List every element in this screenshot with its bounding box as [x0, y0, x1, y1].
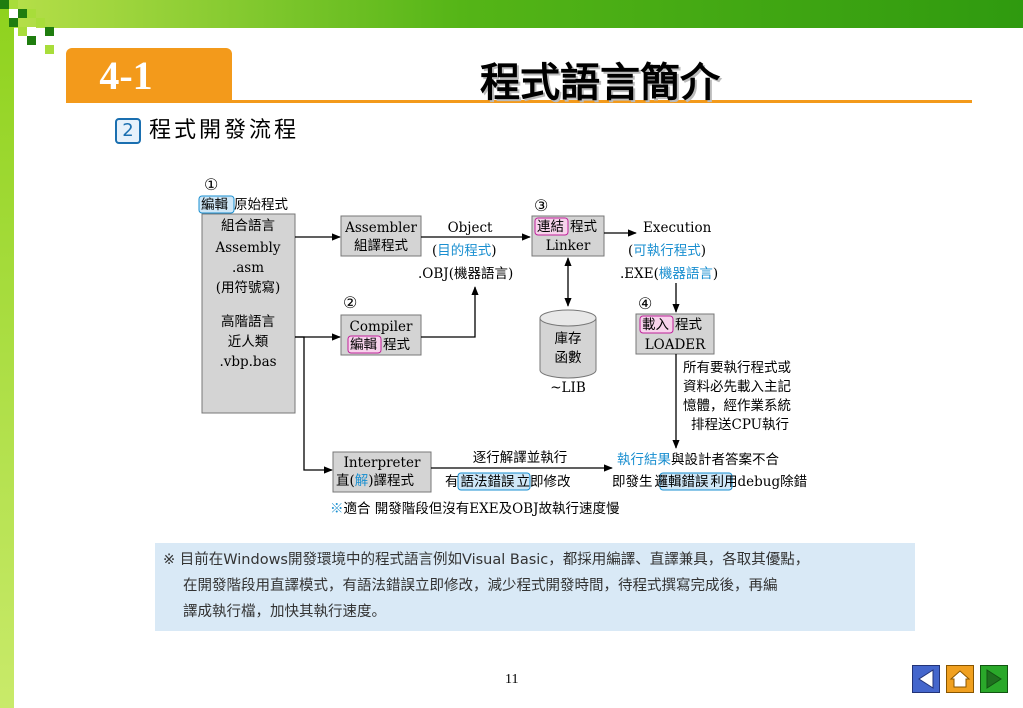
library-cylinder — [539, 309, 597, 379]
assembler-box — [340, 215, 422, 257]
source-program-box — [201, 213, 296, 414]
step4-number: ④ — [638, 294, 652, 313]
loader-highlight: 載入 — [642, 317, 670, 333]
library-line-1: 庫存 — [555, 331, 582, 347]
syntax-error-highlight-box — [457, 472, 531, 491]
library-label: ~LIB — [550, 380, 586, 396]
note-box: ※ 目前在Windows開發環境中的程式語言例如Visual Basic，都採用… — [155, 543, 915, 631]
interpreter-box — [332, 451, 432, 493]
assembler-line-1: Assembler — [344, 220, 417, 236]
logic-error-highlight-box — [659, 472, 733, 491]
interpreter-line-2: 直(解)譯程式 — [336, 473, 415, 489]
compiler-highlight: 編輯 — [350, 337, 377, 353]
linker-label: 程式 — [570, 219, 598, 235]
loader-desc-3: 憶體，經作業系統 — [683, 398, 791, 414]
hll-line-1: 高階語言 — [221, 313, 275, 330]
hll-line-2: 近人類 — [228, 334, 269, 350]
note-line-2: 在開發階段用直譯模式，有語法錯誤立即修改，減少程式開發時間，待程式撰寫完成後，再… — [183, 578, 778, 594]
loader-desc-4: 排程送CPU執行 — [691, 417, 789, 433]
source-line-1: 組合語言 — [221, 217, 275, 234]
note-line-3: 譯成執行檔，加快其執行速度。 — [183, 604, 386, 620]
object-label: Object — [448, 220, 493, 236]
source-line-3: .asm — [232, 260, 264, 276]
loader-desc-1: 所有要執行程式或 — [683, 360, 791, 376]
debug-text: 即發生邏輯錯誤利用debug除錯 — [612, 474, 807, 490]
loader-desc-2: 資料必先載入主記 — [683, 378, 791, 395]
title-underline — [66, 100, 972, 103]
linker-highlight: 連結 — [537, 219, 564, 235]
left-green-bar — [0, 0, 14, 708]
interpreter-line-1: Interpreter — [344, 455, 421, 471]
section-number: 4-1 — [99, 53, 153, 98]
library-line-2: 函數 — [555, 350, 583, 366]
interpreter-desc-1: 逐行解譯並執行 — [473, 450, 568, 466]
loader-highlight-box — [639, 315, 674, 334]
obj-label: .OBJ(機器語言) — [418, 265, 513, 282]
loader-label: 程式 — [675, 317, 703, 333]
assembler-line-2: 組譯程式 — [354, 238, 408, 254]
compiler-label: 程式 — [383, 337, 410, 353]
source-line-4: (用符號寫) — [216, 279, 281, 296]
home-icon[interactable] — [946, 665, 974, 693]
result-text: 執行結果與設計者答案不合 — [617, 451, 779, 468]
slide-title: 程式語言簡介 — [480, 60, 720, 106]
linker-line-2: Linker — [546, 238, 591, 254]
step3-number: ③ — [534, 196, 548, 215]
loader-line-2: LOADER — [645, 337, 706, 353]
subheading-number-badge: 2 — [115, 118, 141, 144]
source-line-2: Assembly — [215, 240, 281, 256]
triangle-right-icon[interactable] — [980, 665, 1008, 693]
top-green-bar — [0, 0, 1023, 28]
exe-label: .EXE(機器語言) — [620, 265, 718, 282]
linker-highlight-box — [534, 217, 569, 236]
triangle-left-icon[interactable] — [912, 665, 940, 693]
diagram-footnote: ※適合 開發階段但沒有EXE及OBJ故執行速度慢 — [330, 500, 620, 517]
step1-number: ① — [204, 175, 218, 194]
interpreter-desc-2: 有語法錯誤立即修改 — [445, 473, 571, 490]
step1-label: 原始程式 — [234, 197, 288, 213]
subheading: 2 程式開發流程 — [115, 112, 299, 144]
subheading-text: 程式開發流程 — [149, 118, 300, 143]
note-line-1: ※ 目前在Windows開發環境中的程式語言例如Visual Basic，都採用… — [163, 552, 810, 568]
execution-label: Execution — [643, 220, 712, 236]
step2-number: ② — [343, 293, 357, 312]
compiler-highlight-box — [347, 335, 382, 354]
step1-highlight: 編輯 — [201, 197, 228, 213]
step1-highlight-box — [198, 195, 235, 214]
section-tab: 4-1 — [66, 48, 232, 102]
page-number: 11 — [505, 672, 519, 687]
object-cn: (目的程式) — [432, 243, 497, 259]
exec-cn: (可執行程式) — [628, 243, 706, 259]
compiler-line-1: Compiler — [350, 319, 414, 335]
hll-line-3: .vbp.bas — [219, 354, 276, 370]
